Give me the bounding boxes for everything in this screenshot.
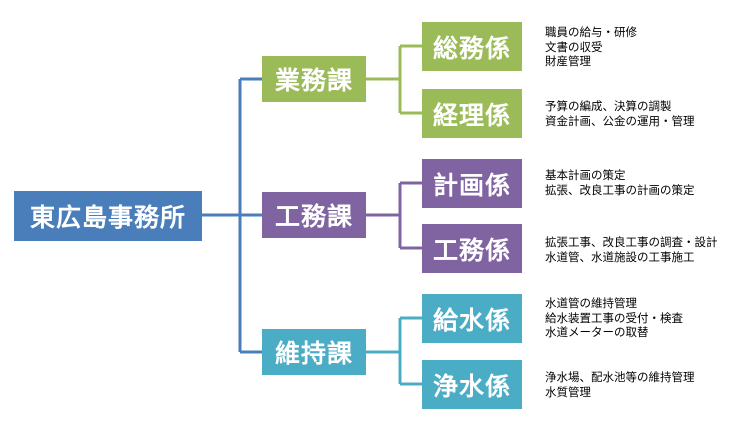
duty-item: 水道メーターの取替 (545, 325, 649, 339)
duty-item: 予算の編成、決算の調製 (545, 99, 672, 113)
dept-maintenance-box: 維持課 (262, 329, 366, 375)
duties-water-supply: 水道管の維持管理 給水装置工事の受付・検査 水道メーターの取替 (545, 296, 683, 340)
business-dept-connector (366, 44, 422, 115)
duties-water-purification: 浄水場、配水池等の維持管理 水質管理 (545, 370, 695, 399)
duty-item: 基本計画の策定 (545, 168, 626, 182)
duty-item: 拡張工事、改良工事の調査・設計 (545, 235, 718, 249)
duty-item: 職員の給与・研修 (545, 25, 637, 39)
duty-item: 水道管、水道施設の工事施工 (545, 249, 695, 264)
section-accounting-box: 経理係 (422, 89, 522, 138)
duty-item: 浄水場、配水池等の維持管理 (545, 370, 695, 384)
duty-item: 拡張、改良工事の計画の策定 (545, 182, 695, 197)
section-construction-box: 工務係 (422, 224, 522, 273)
dept-business-box: 業務課 (262, 56, 366, 102)
duty-item: 水質管理 (545, 384, 591, 399)
maintenance-dept-connector (366, 316, 422, 386)
root-office-box: 東広島事務所 (14, 191, 202, 241)
duties-planning: 基本計画の策定 拡張、改良工事の計画の策定 (545, 168, 695, 197)
duty-item: 文書の収受 (545, 39, 603, 54)
engineering-dept-connector (366, 181, 422, 250)
duties-construction: 拡張工事、改良工事の調査・設計 水道管、水道施設の工事施工 (545, 235, 718, 264)
section-water-supply-box: 給水係 (422, 294, 522, 343)
dept-engineering-box: 工務課 (262, 192, 366, 238)
duties-general-affairs: 職員の給与・研修 文書の収受 財産管理 (545, 25, 637, 69)
root-connector (202, 77, 262, 354)
duty-item: 給水装置工事の受付・検査 (545, 310, 683, 325)
duty-item: 水道管の維持管理 (545, 296, 637, 310)
section-water-purification-box: 浄水係 (422, 360, 522, 409)
duties-accounting: 予算の編成、決算の調製 資金計画、公金の運用・管理 (545, 99, 695, 128)
duty-item: 財産管理 (545, 54, 591, 68)
duty-item: 資金計画、公金の運用・管理 (545, 113, 695, 128)
section-planning-box: 計画係 (422, 159, 522, 208)
section-general-affairs-box: 総務係 (422, 22, 522, 71)
